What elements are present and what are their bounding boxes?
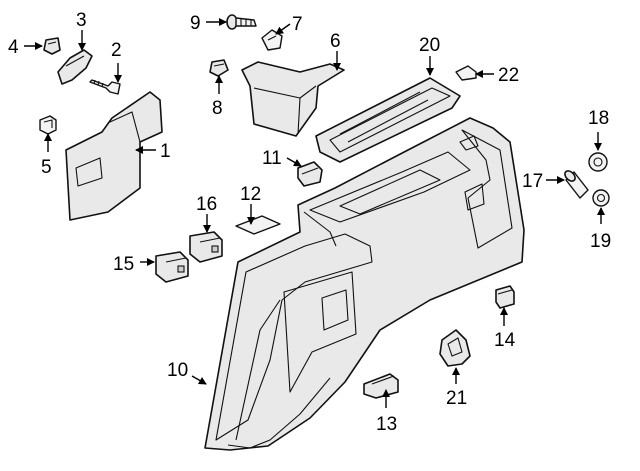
bolt[interactable] — [226, 14, 257, 30]
pin[interactable] — [563, 169, 589, 199]
callout-number: 13 — [376, 414, 397, 435]
callout-number: 9 — [190, 13, 201, 34]
callout-number: 4 — [8, 37, 19, 58]
lower-quarter-panel[interactable] — [65, 91, 163, 221]
callout-number: 12 — [240, 184, 261, 205]
callout-15: 15 — [113, 254, 155, 275]
nut-clip-7[interactable] — [261, 29, 283, 51]
callout-3: 3 — [76, 10, 87, 51]
clip-11[interactable] — [297, 161, 323, 187]
screw[interactable] — [89, 79, 121, 95]
callout-number: 5 — [41, 157, 52, 178]
callout-16: 16 — [196, 194, 217, 233]
switch-15[interactable] — [155, 251, 189, 283]
bracket-13[interactable] — [363, 373, 399, 399]
callout-13: 13 — [376, 389, 397, 435]
washer[interactable] — [588, 152, 608, 172]
callout-14: 14 — [494, 307, 516, 351]
pad-12[interactable] — [235, 215, 281, 235]
quarter-trim-panel[interactable] — [204, 117, 525, 451]
callout-number: 18 — [588, 108, 609, 129]
callout-number: 19 — [590, 231, 611, 252]
callout-11: 11 — [262, 148, 302, 169]
callout-10: 10 — [167, 360, 207, 385]
callout-22: 22 — [475, 65, 519, 86]
callout-8: 8 — [212, 75, 223, 119]
callout-number: 15 — [113, 254, 134, 275]
callout-number: 3 — [76, 10, 87, 31]
callout-number: 8 — [212, 98, 223, 119]
callout-21: 21 — [446, 367, 467, 409]
callout-18: 18 — [588, 108, 609, 151]
clip-8[interactable] — [209, 59, 229, 77]
callout-12: 12 — [240, 184, 261, 225]
callout-number: 20 — [419, 35, 440, 56]
block-14[interactable] — [495, 285, 515, 309]
callout-number: 10 — [167, 360, 188, 381]
callout-number: 11 — [262, 148, 282, 169]
clip-4[interactable] — [43, 37, 61, 55]
switch-16[interactable] — [189, 231, 223, 263]
trim-bracket[interactable] — [241, 61, 345, 137]
callout-9: 9 — [190, 13, 227, 34]
callout-number: 21 — [446, 388, 467, 409]
callout-number: 2 — [111, 40, 122, 61]
callout-number: 22 — [498, 65, 519, 86]
grommet[interactable] — [592, 189, 610, 207]
retainer-clip-5[interactable] — [39, 115, 57, 135]
callout-7: 7 — [275, 14, 303, 35]
callout-number: 16 — [196, 194, 217, 215]
callout-1: 1 — [135, 141, 171, 162]
callout-number: 7 — [292, 14, 303, 35]
callout-2: 2 — [111, 40, 122, 83]
callout-number: 14 — [494, 330, 516, 351]
clip-22[interactable] — [455, 65, 477, 81]
callout-4: 4 — [8, 37, 43, 58]
callout-20: 20 — [419, 35, 440, 76]
garnish-piece[interactable] — [57, 49, 93, 85]
sill-plate[interactable] — [315, 77, 461, 163]
callout-number: 6 — [330, 31, 341, 52]
hook-21[interactable] — [439, 329, 471, 367]
callout-17: 17 — [522, 171, 565, 192]
callout-19: 19 — [590, 207, 611, 252]
callout-5: 5 — [41, 133, 52, 178]
callout-number: 1 — [160, 141, 171, 162]
callout-number: 17 — [522, 171, 543, 192]
callout-6: 6 — [330, 31, 341, 71]
